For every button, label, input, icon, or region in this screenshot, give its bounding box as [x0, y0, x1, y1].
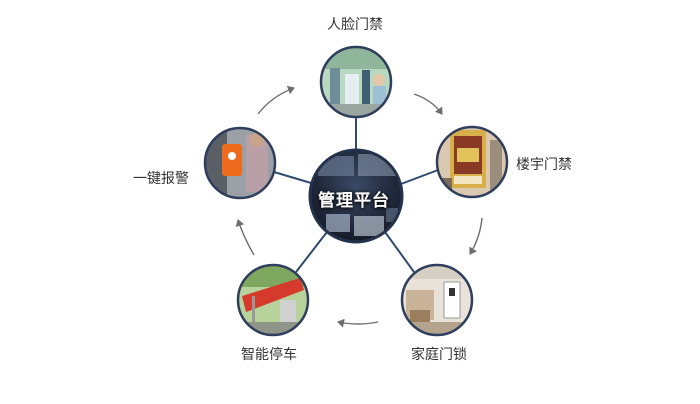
connector-line	[295, 231, 328, 273]
connector-line	[400, 169, 439, 185]
node-sos-alarm-photo	[203, 126, 277, 200]
connector-line	[273, 171, 312, 184]
center-node-photo	[308, 148, 404, 244]
node-building-access-photo	[435, 125, 509, 199]
node-home-lock-photo	[400, 263, 474, 337]
center-platform-title: 管理平台	[318, 191, 390, 211]
node-face-access-photo	[319, 45, 393, 119]
cycle-arrows	[235, 85, 483, 328]
arrow-top-to-right	[413, 93, 443, 115]
connector-lines	[273, 117, 439, 273]
node-label-face-access: 人脸门禁	[327, 17, 383, 33]
node-label-smart-parking: 智能停车	[241, 347, 297, 363]
node-smart-parking-photo	[236, 263, 310, 337]
arrow-left-to-top	[257, 85, 295, 115]
connector-line	[384, 231, 415, 273]
arrow-bottomright-to-bottomleft	[337, 318, 379, 328]
arrow-bottomleft-to-left	[235, 219, 255, 256]
node-label-home-lock: 家庭门锁	[411, 347, 467, 363]
node-label-building-access: 楼宇门禁	[516, 157, 572, 173]
arrow-right-to-bottomright	[469, 217, 483, 255]
node-label-sos-alarm: 一键报警	[133, 171, 189, 187]
